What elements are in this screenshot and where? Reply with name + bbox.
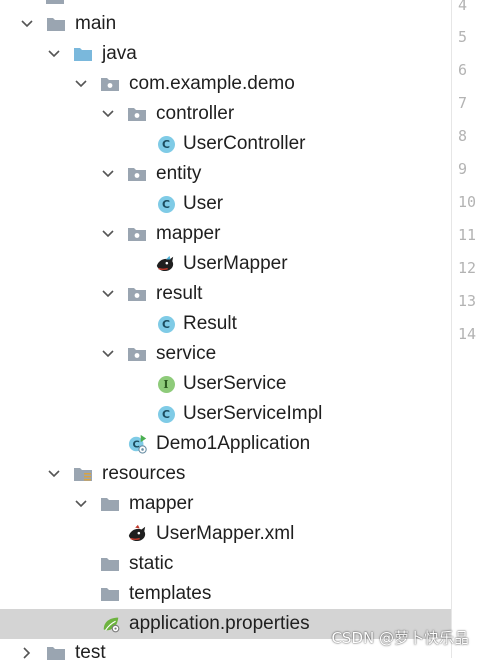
resources-folder-icon xyxy=(73,464,93,484)
folder-icon xyxy=(46,643,66,663)
tree-item-label: mapper xyxy=(156,223,221,244)
chevron-right-icon[interactable] xyxy=(18,644,36,662)
tree-row-mapper-package[interactable]: mapper xyxy=(0,219,451,249)
tree-row-java[interactable]: java xyxy=(0,39,451,69)
tree-item-label: UserMapper.xml xyxy=(156,523,295,544)
package-icon xyxy=(127,344,147,364)
tree-item-label: resources xyxy=(102,463,186,484)
tree-row-controller[interactable]: controller xyxy=(0,99,451,129)
line-number: 10 xyxy=(458,193,477,211)
source-folder-icon xyxy=(73,44,93,64)
chevron-down-icon[interactable] xyxy=(72,495,90,513)
tree-item-label: java xyxy=(102,43,137,64)
tree-row-result-class[interactable]: C Result xyxy=(0,309,451,339)
chevron-down-icon[interactable] xyxy=(18,15,36,33)
chevron-down-icon[interactable] xyxy=(45,465,63,483)
tree-item-label: static xyxy=(129,553,174,574)
tree-item-label: Demo1Application xyxy=(156,433,311,454)
tree-item-label: com.example.demo xyxy=(129,73,295,94)
panel-divider[interactable] xyxy=(451,0,452,658)
line-number: 5 xyxy=(458,28,468,46)
folder-icon xyxy=(100,494,120,514)
folder-icon xyxy=(100,584,120,604)
package-icon xyxy=(127,104,147,124)
line-number: 7 xyxy=(458,94,468,112)
chevron-down-icon[interactable] xyxy=(45,45,63,63)
tree-item-label: UserMapper xyxy=(183,253,288,274)
tree-item-label: mapper xyxy=(129,493,194,514)
line-number: 14 xyxy=(458,325,477,343)
tree-row-service[interactable]: service xyxy=(0,339,451,369)
class-icon: C xyxy=(156,314,176,334)
line-number: 8 xyxy=(458,127,468,145)
editor-line-gutter: 4 5 6 7 8 9 10 11 12 13 14 xyxy=(452,0,481,658)
chevron-down-icon[interactable] xyxy=(99,105,117,123)
tree-item-label: Result xyxy=(183,313,237,334)
svg-text:C: C xyxy=(133,440,140,451)
chevron-down-icon[interactable] xyxy=(72,75,90,93)
tree-item-label: UserServiceImpl xyxy=(183,403,323,424)
tree-item-label: templates xyxy=(129,583,212,604)
tree-row-demo1application[interactable]: C Demo1Application xyxy=(0,429,451,459)
tree-row-entity[interactable]: entity xyxy=(0,159,451,189)
chevron-down-icon[interactable] xyxy=(99,165,117,183)
line-number: 6 xyxy=(458,61,468,79)
tree-row-result[interactable]: result xyxy=(0,279,451,309)
tree-row-src-partial[interactable] xyxy=(0,0,451,12)
tree-row-usercontroller[interactable]: C UserController xyxy=(0,129,451,159)
tree-row-userserviceimpl[interactable]: C UserServiceImpl xyxy=(0,399,451,429)
tree-row-templates[interactable]: templates xyxy=(0,579,451,609)
tree-item-label: entity xyxy=(156,163,202,184)
tree-row-userservice[interactable]: I UserService xyxy=(0,369,451,399)
tree-item-label: service xyxy=(156,343,217,364)
line-number: 13 xyxy=(458,292,477,310)
folder-icon xyxy=(100,554,120,574)
spring-boot-app-icon: C xyxy=(128,434,148,454)
class-icon: C xyxy=(156,194,176,214)
mybatis-xml-icon xyxy=(127,524,147,544)
package-icon xyxy=(127,164,147,184)
chevron-down-icon[interactable] xyxy=(99,345,117,363)
tree-item-label: UserController xyxy=(183,133,306,154)
tree-row-mapper-folder[interactable]: mapper xyxy=(0,489,451,519)
chevron-down-icon[interactable] xyxy=(99,225,117,243)
class-icon: C xyxy=(156,404,176,424)
tree-row-usermapper-xml[interactable]: UserMapper.xml xyxy=(0,519,451,549)
tree-item-label: test xyxy=(75,642,106,663)
tree-row-resources[interactable]: resources xyxy=(0,459,451,489)
line-number: 11 xyxy=(458,226,477,244)
mybatis-mapper-icon xyxy=(155,254,175,274)
class-icon: C xyxy=(156,134,176,154)
tree-row-application-properties[interactable]: application.properties xyxy=(0,609,451,639)
package-icon xyxy=(127,224,147,244)
tree-item-label: application.properties xyxy=(129,613,310,634)
line-number: 9 xyxy=(458,160,468,178)
project-tree: main java com.example.demo controller xyxy=(0,0,451,663)
tree-row-static[interactable]: static xyxy=(0,549,451,579)
tree-row-usermapper[interactable]: UserMapper xyxy=(0,249,451,279)
package-icon xyxy=(100,74,120,94)
package-icon xyxy=(127,284,147,304)
spring-properties-icon xyxy=(101,614,121,634)
line-number: 4 xyxy=(458,0,468,14)
folder-icon xyxy=(46,14,66,34)
tree-item-label: controller xyxy=(156,103,235,124)
interface-icon: I xyxy=(156,374,176,394)
watermark: CSDN @萝卜快乐晶 xyxy=(331,629,469,647)
tree-row-package-root[interactable]: com.example.demo xyxy=(0,69,451,99)
tree-item-label: User xyxy=(183,193,224,214)
line-number: 12 xyxy=(458,259,477,277)
folder-icon xyxy=(45,0,65,7)
tree-item-label: result xyxy=(156,283,203,304)
tree-row-main[interactable]: main xyxy=(0,9,451,39)
chevron-down-icon[interactable] xyxy=(99,285,117,303)
tree-row-user[interactable]: C User xyxy=(0,189,451,219)
tree-item-label: UserService xyxy=(183,373,287,394)
tree-item-label: main xyxy=(75,13,117,34)
